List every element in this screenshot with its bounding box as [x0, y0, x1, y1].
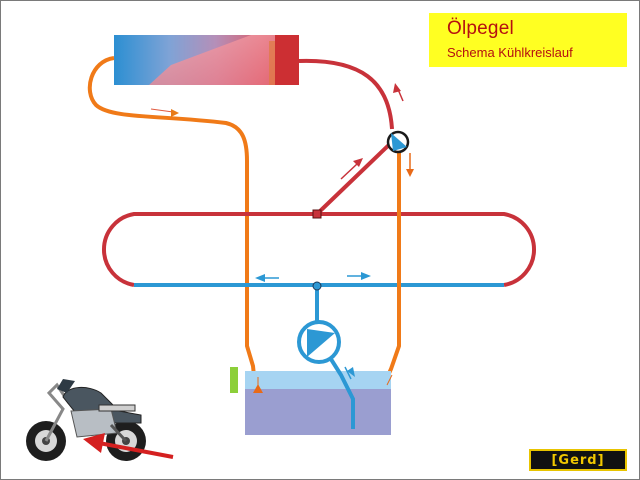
pump-icon [297, 320, 341, 364]
sump-flow-marks [253, 374, 393, 393]
gerd-logo: [Gerd] [529, 449, 627, 471]
page-subtitle: Schema Kühlkreislauf [447, 45, 573, 60]
cooler-feed-arrowhead [393, 83, 401, 93]
logo-text: [Gerd] [551, 452, 605, 468]
pump-outlet-line [327, 354, 355, 429]
oil-cooler-icon [114, 35, 299, 85]
sump-pointer-arrow [98, 441, 174, 459]
pump-outlet-arrow [344, 366, 352, 380]
page-title: Ölpegel [447, 18, 514, 39]
oil-loop-hot [102, 212, 536, 287]
motorcycle-icon [26, 379, 146, 461]
title-box: Ölpegel Schema Kühlkreislauf [429, 13, 627, 67]
pump-outlet-arrowhead [347, 367, 355, 377]
cooler-return-line [87, 56, 261, 426]
cooler-return-flow-arrow [150, 108, 174, 113]
oil-level-marker [230, 367, 238, 393]
bypass-junction [312, 209, 322, 219]
sump-pointer-arrowhead [83, 433, 105, 453]
cooler-return-arrowhead [171, 109, 179, 117]
bypass-flow-arrow [340, 163, 358, 180]
oil-sump [245, 371, 391, 435]
bypass-line [315, 139, 395, 216]
cooler-feed-line [298, 58, 394, 130]
pump-icon [386, 130, 410, 154]
pump-junction [312, 281, 322, 291]
valve-outlet-arrowhead [406, 169, 414, 177]
bypass-arrowhead [353, 158, 363, 167]
loop-flow-arrows [255, 272, 371, 282]
